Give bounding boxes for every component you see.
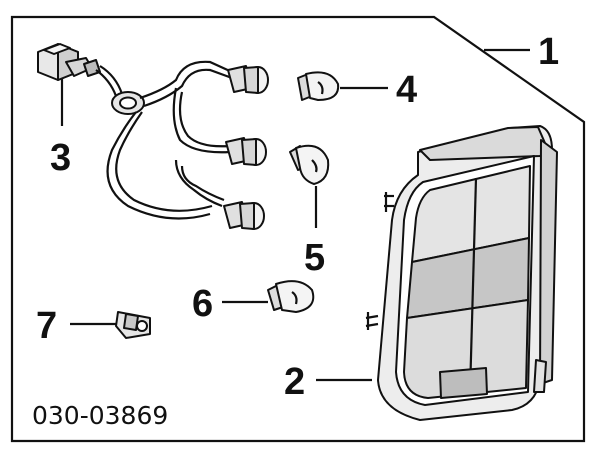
callout-6: 6 [192,283,213,325]
bulb-icon [267,280,315,313]
callout-2: 2 [284,361,305,403]
callout-5: 5 [304,237,325,279]
callout-4: 4 [396,69,417,111]
wire-harness-icon [95,60,233,220]
lamp-housing-icon [365,125,558,421]
wire-harness-assembly [37,43,269,230]
connector-icon [37,43,101,81]
bulb-icon [297,71,340,101]
bulb-icon [289,144,330,185]
frame-border [10,15,586,443]
lens-lower-segment [403,299,529,399]
bulb-socket-icon [223,65,269,230]
clip-nut-icon [115,311,151,339]
part-code: 030-03869 [32,401,168,430]
callout-3: 3 [50,137,71,179]
callout-7: 7 [36,305,57,347]
tail-lamp-assembly [365,125,558,421]
lens-reflector-box [439,367,488,399]
callout-1: 1 [538,31,559,73]
